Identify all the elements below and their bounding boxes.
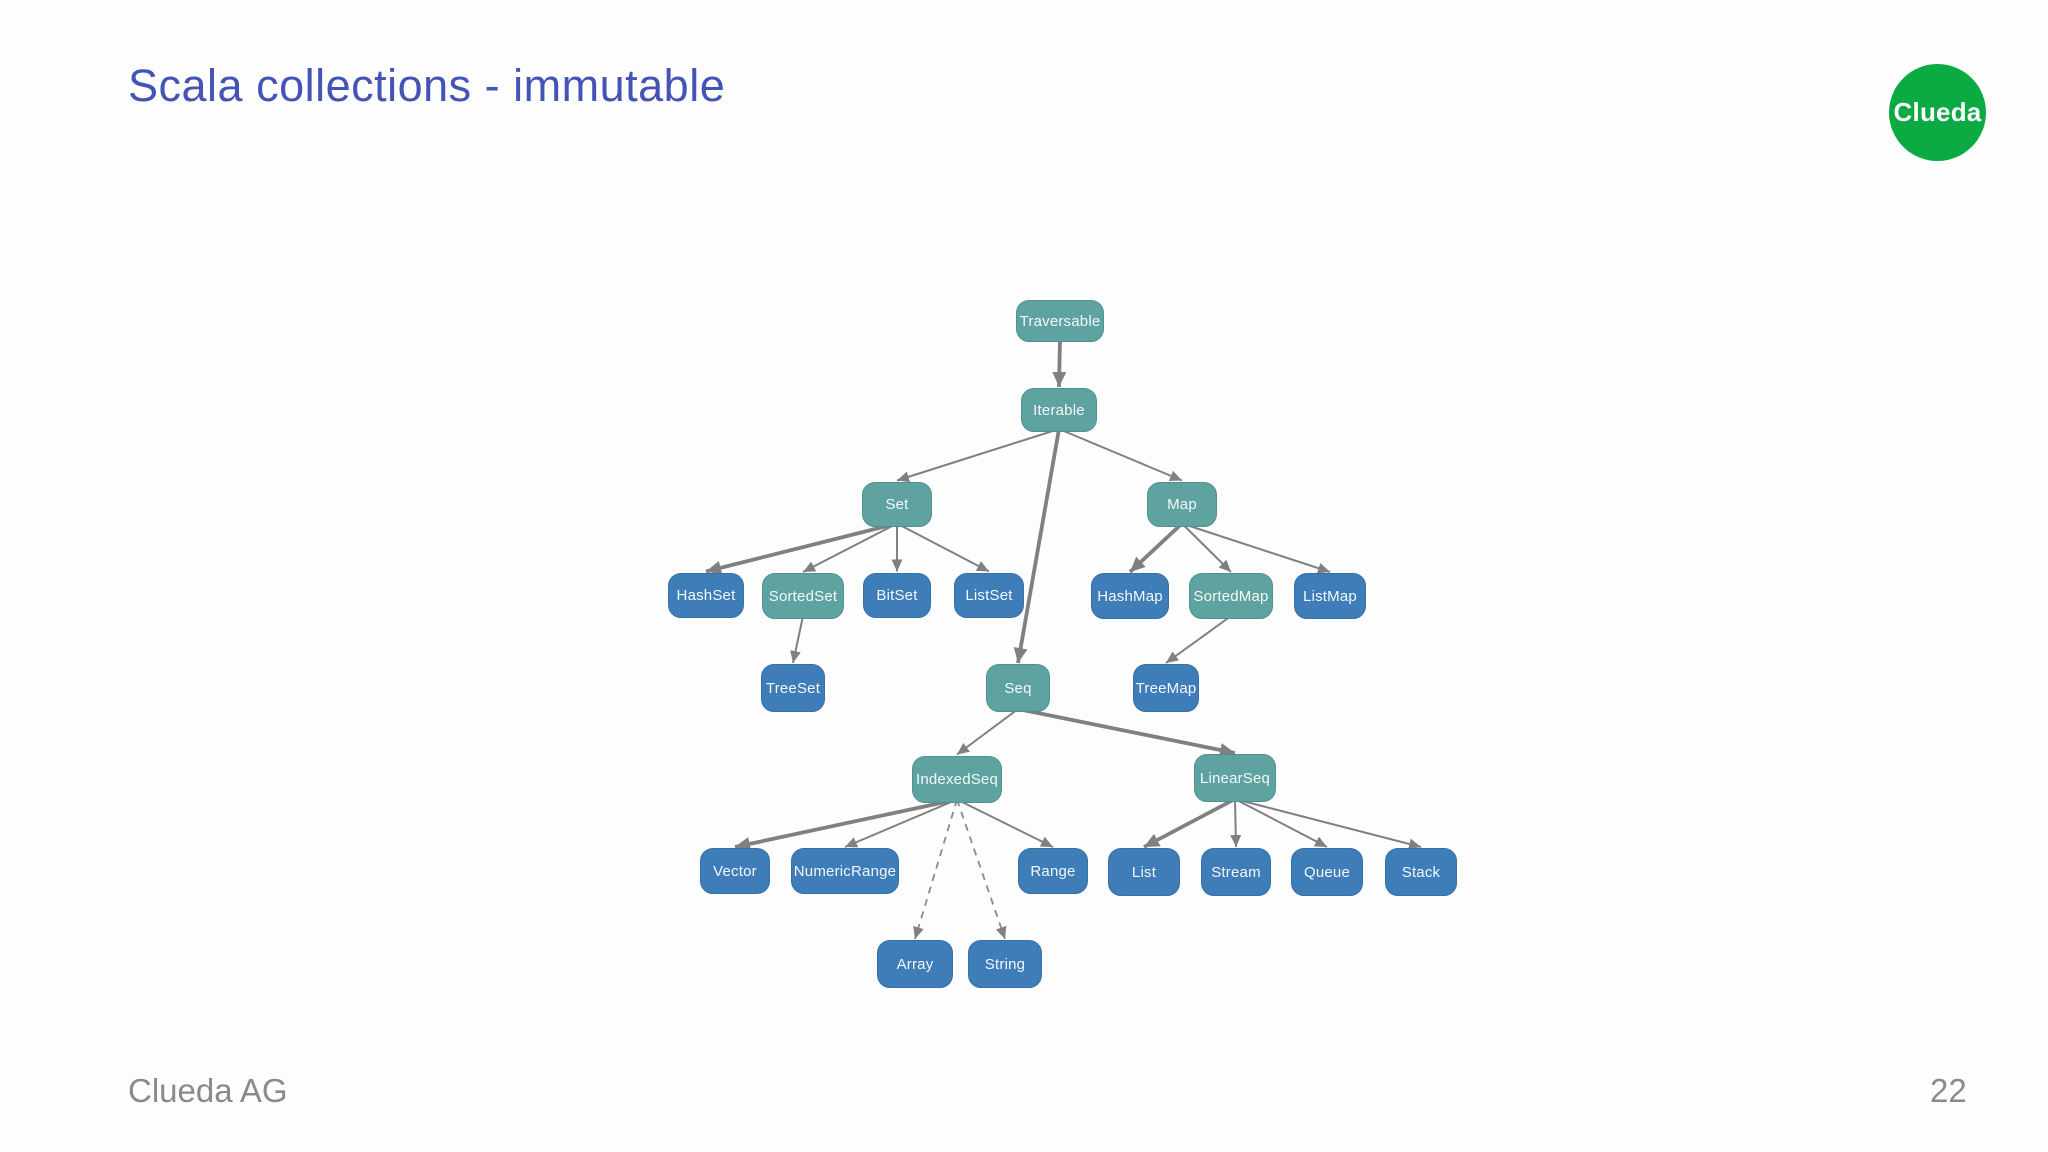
edge-Iterable-Set — [896, 428, 1060, 483]
edge-IndexedSeq-NumericRange — [844, 798, 958, 848]
node-map: Map — [1147, 481, 1217, 527]
edge-Iterable-Map — [1058, 428, 1183, 482]
node-string: String — [968, 940, 1042, 988]
node-listmap: ListMap — [1294, 573, 1366, 619]
edge-LinearSeq-Stack — [1234, 798, 1422, 850]
edge-Map-ListMap — [1181, 522, 1331, 574]
node-set: Set — [862, 481, 932, 527]
node-stack: Stack — [1385, 848, 1457, 896]
page-number: 22 — [1930, 1072, 1967, 1109]
node-sortedset: SortedSet — [762, 573, 844, 619]
node-hashset: HashSet — [668, 572, 744, 618]
edge-IndexedSeq-Range — [956, 798, 1054, 848]
edge-Set-ListSet — [896, 522, 990, 573]
edge-IndexedSeq-Vector — [734, 797, 958, 851]
edge-IndexedSeq-String — [956, 799, 1007, 940]
node-numericrange: NumericRange — [791, 848, 899, 894]
node-linearseq: LinearSeq — [1194, 754, 1276, 802]
edge-IndexedSeq-Array — [913, 799, 958, 940]
edge-Map-HashMap — [1128, 522, 1184, 574]
node-treeset: TreeSet — [761, 664, 825, 712]
node-array: Array — [877, 940, 953, 988]
edge-Iterable-Seq — [1013, 428, 1061, 664]
node-vector: Vector — [700, 848, 770, 894]
node-traversable: Traversable — [1016, 300, 1104, 342]
node-list: List — [1108, 848, 1180, 896]
edge-SortedMap-TreeMap — [1165, 615, 1232, 664]
node-hashmap: HashMap — [1091, 573, 1169, 619]
edge-Set-HashSet — [705, 521, 898, 575]
node-indexedseq: IndexedSeq — [912, 755, 1002, 803]
edge-LinearSeq-List — [1143, 797, 1236, 849]
edge-Set-SortedSet — [802, 522, 898, 573]
page-title: Scala collections - immutable — [128, 60, 726, 111]
footer-company: Clueda AG — [128, 1072, 288, 1109]
edge-Map-SortedMap — [1181, 522, 1232, 573]
logo-text: Clueda — [1893, 97, 1982, 127]
node-sortedmap: SortedMap — [1189, 573, 1273, 619]
edge-LinearSeq-Queue — [1234, 798, 1328, 848]
node-range: Range — [1018, 848, 1088, 894]
node-treemap: TreeMap — [1133, 664, 1199, 712]
node-bitset: BitSet — [863, 572, 931, 618]
clueda-logo: Clueda — [1889, 64, 1986, 161]
node-listset: ListSet — [954, 572, 1024, 618]
edge-Seq-LinearSeq — [1017, 707, 1236, 757]
node-iterable: Iterable — [1021, 388, 1097, 432]
edge-Traversable-Iterable — [1052, 338, 1067, 388]
node-queue: Queue — [1291, 848, 1363, 896]
node-stream: Stream — [1201, 848, 1271, 896]
edge-SortedSet-TreeSet — [790, 615, 804, 664]
edge-Seq-IndexedSeq — [956, 708, 1019, 756]
edge-LinearSeq-Stream — [1230, 798, 1242, 848]
node-seq: Seq — [986, 664, 1050, 712]
